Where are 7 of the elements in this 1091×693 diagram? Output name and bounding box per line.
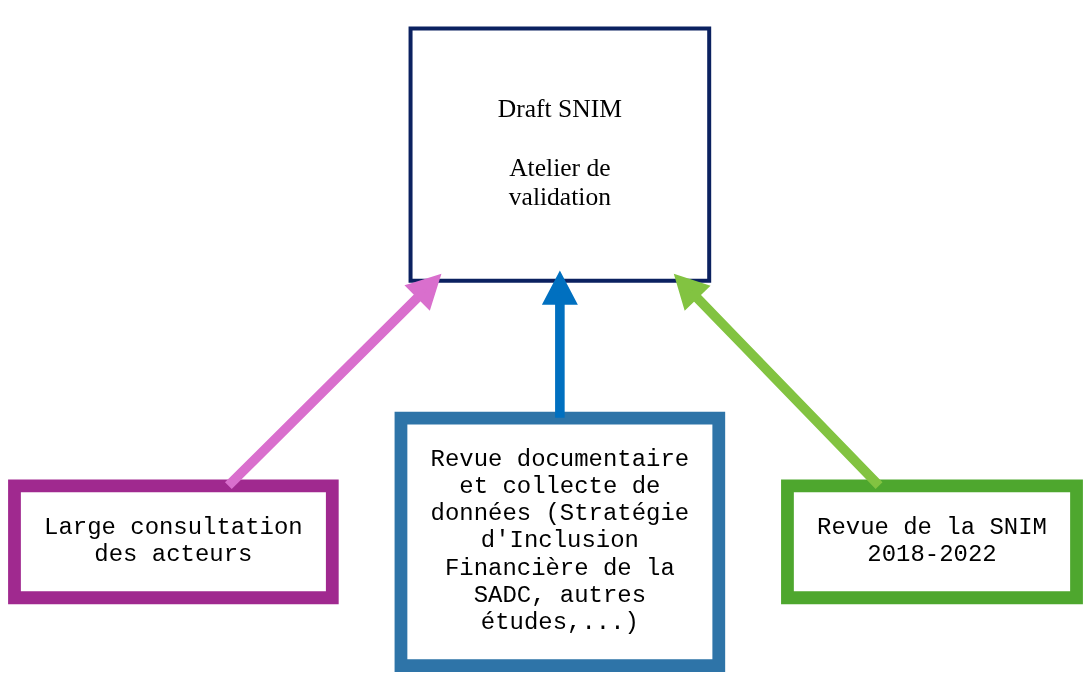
arrow xyxy=(673,273,883,489)
node-box: Draft SNIM Atelier de validation xyxy=(408,25,712,283)
arrow xyxy=(225,273,442,489)
arrow xyxy=(541,270,578,418)
node-box: Revue de la SNIM 2018-2022 xyxy=(781,479,1083,604)
node-box: Large consultation des acteurs xyxy=(8,479,339,604)
node-box: Revue documentaire et collecte de données (Stratégie d'Inclusion Financière de la SADC, autres études,...) xyxy=(394,411,726,672)
